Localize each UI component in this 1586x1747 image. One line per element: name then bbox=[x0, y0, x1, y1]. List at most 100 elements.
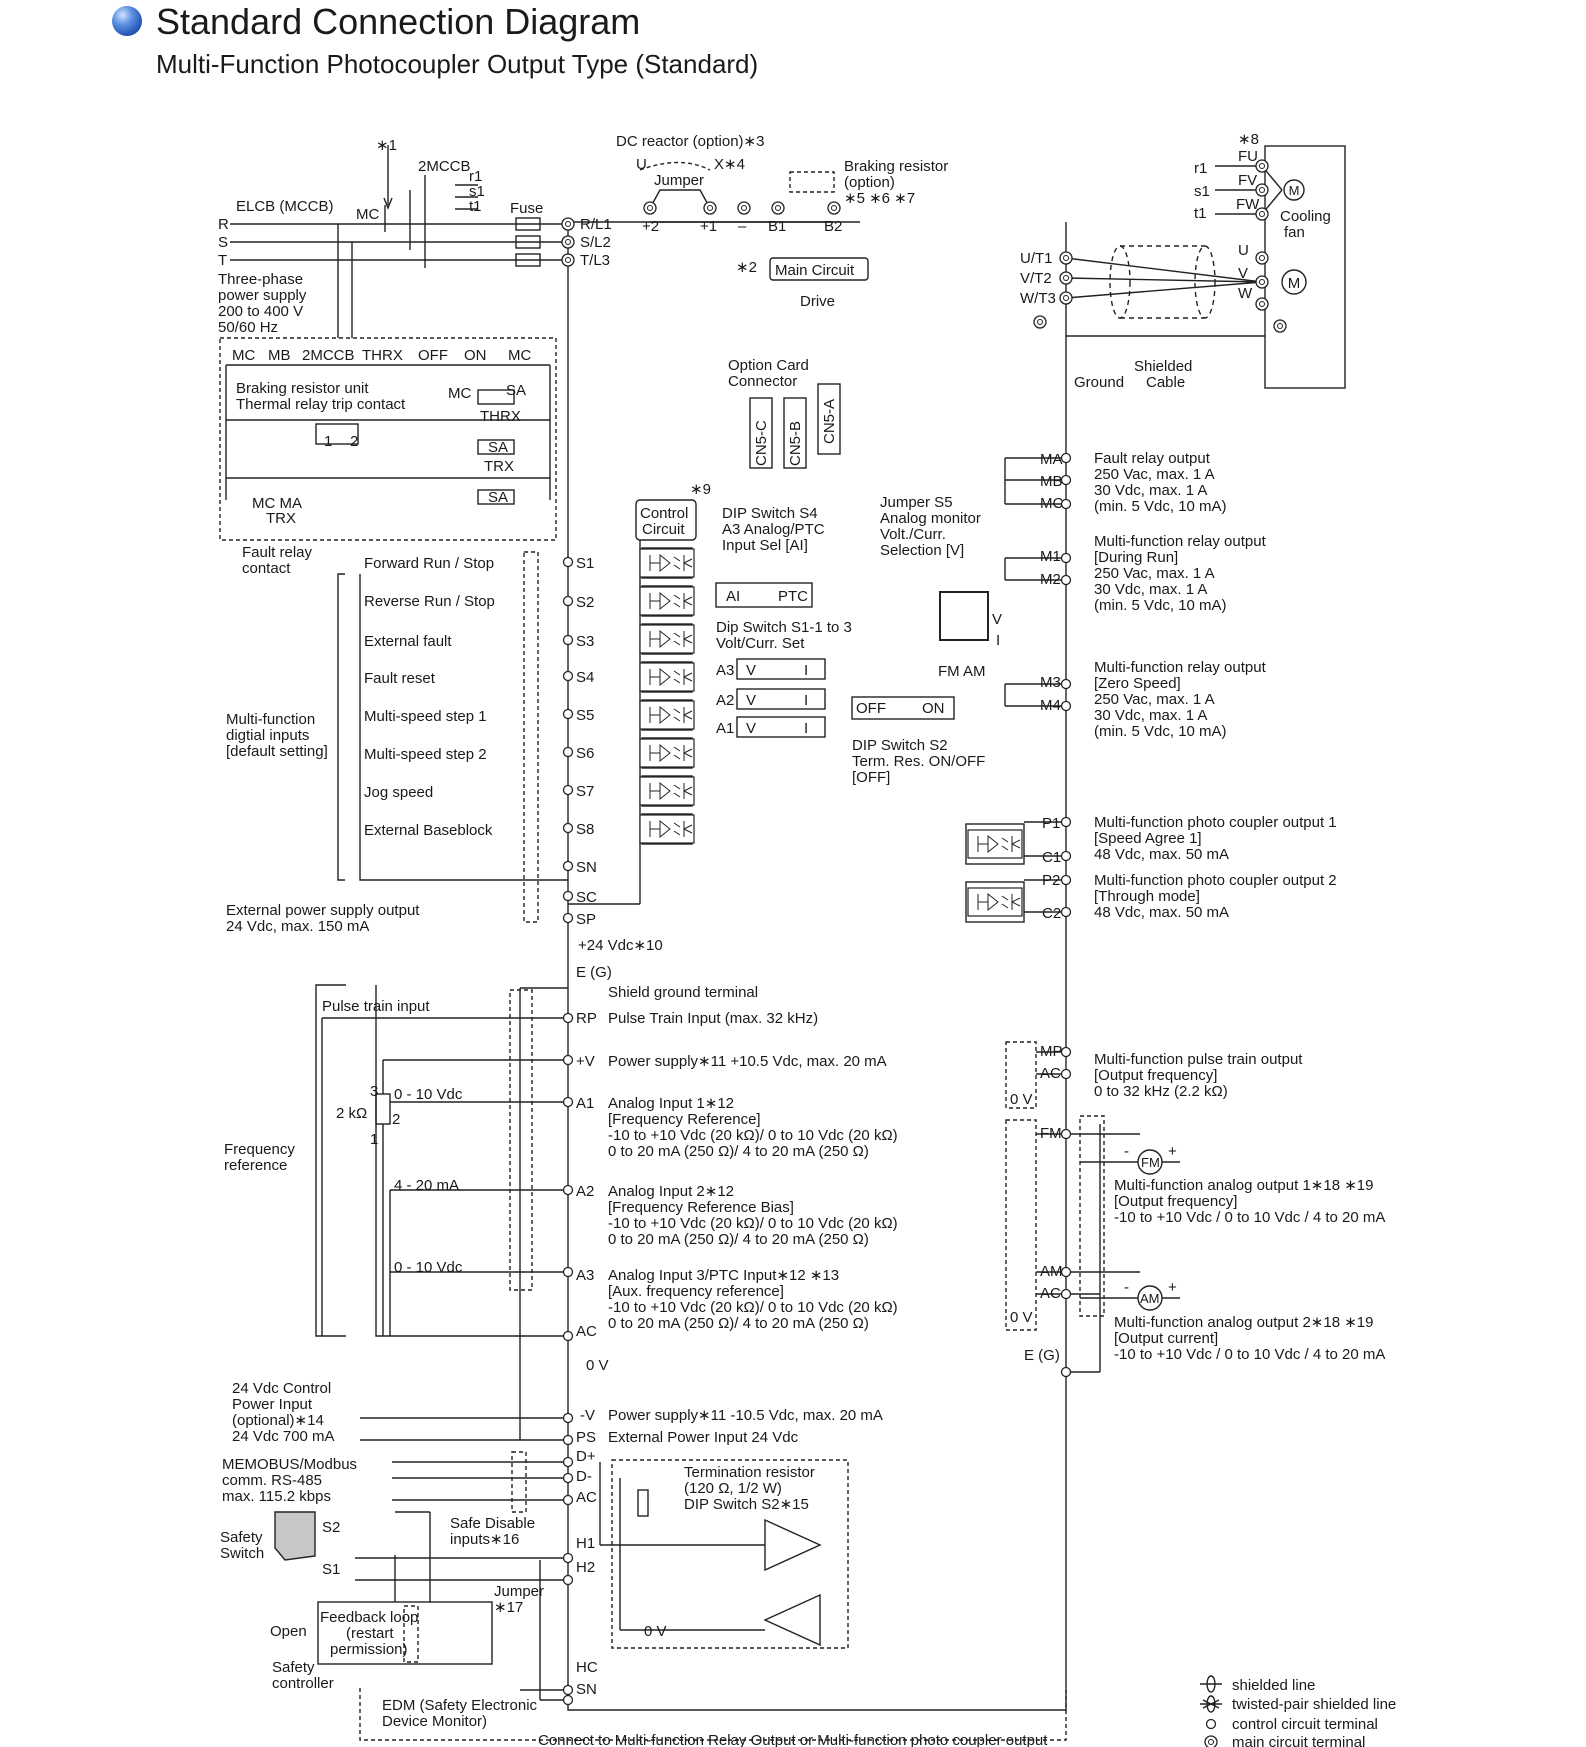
terminal-hc: HC bbox=[576, 1659, 598, 1676]
s1-line-2: Volt/Curr. Set bbox=[716, 635, 805, 652]
relay2-line-1: Multi-function relay output bbox=[1094, 659, 1267, 676]
edm-line-2: Device Monitor) bbox=[382, 1713, 487, 1730]
contact-n2: 2 bbox=[350, 433, 358, 450]
am-minus: - bbox=[1124, 1279, 1129, 1296]
r1-label: r1 bbox=[469, 168, 482, 185]
relay2-line-3: 250 Vac, max. 1 A bbox=[1094, 691, 1215, 708]
terminal-minus: – bbox=[738, 218, 747, 235]
header: Standard Connection Diagram Multi-Functi… bbox=[112, 0, 1512, 90]
legend-shielded: shielded line bbox=[1232, 1677, 1315, 1694]
memo-line-3: max. 115.2 kbps bbox=[222, 1488, 331, 1505]
a3-line-1: Analog Input 3/PTC Input∗12 ∗13 bbox=[608, 1267, 839, 1284]
term-line-2: (120 Ω, 1/2 W) bbox=[684, 1480, 782, 1497]
fault-line-1: Fault relay output bbox=[1094, 450, 1211, 467]
terminal-sn-safety: SN bbox=[576, 1681, 597, 1698]
terminal-ac-comm: AC bbox=[576, 1489, 597, 1506]
s5-line-1: Jumper S5 bbox=[880, 494, 953, 511]
note-1: ∗1 bbox=[376, 137, 397, 154]
main-circuit-label: Main Circuit bbox=[775, 262, 855, 279]
terminal-s1: S1 bbox=[576, 555, 594, 572]
fan-motor-label: M bbox=[1289, 183, 1300, 198]
ao2-line-3: -10 to +10 Vdc / 0 to 10 Vdc / 4 to 20 m… bbox=[1114, 1346, 1385, 1363]
terminal-m1: M1 bbox=[1040, 548, 1061, 565]
group-line-3: [default setting] bbox=[226, 743, 328, 760]
terminal-sc: SC bbox=[576, 889, 597, 906]
a3-line-3: -10 to +10 Vdc (20 kΩ)/ 0 to 10 Vdc (20 … bbox=[608, 1299, 898, 1316]
seq-sa-1: SA bbox=[506, 382, 526, 399]
terminal-m2: M2 bbox=[1040, 571, 1061, 588]
pot-2k: 2 kΩ bbox=[336, 1105, 367, 1122]
ctrl24-line-1: 24 Vdc Control bbox=[232, 1380, 331, 1397]
safety-switch-line-2: Switch bbox=[220, 1545, 264, 1562]
ps-desc: External Power Input 24 Vdc bbox=[608, 1429, 799, 1446]
jumper-17-label: Jumper bbox=[494, 1583, 544, 1600]
main-wiring bbox=[219, 145, 1346, 1741]
dc-reactor-label: DC reactor (option)∗3 bbox=[616, 133, 764, 150]
motor-v: V bbox=[1238, 265, 1248, 282]
memo-line-2: comm. RS-485 bbox=[222, 1472, 322, 1489]
a1-line-3: -10 to +10 Vdc (20 kΩ)/ 0 to 10 Vdc (20 … bbox=[608, 1127, 898, 1144]
input-label-5: Multi-speed step 1 bbox=[364, 708, 487, 725]
s1-a3-i: I bbox=[804, 662, 808, 679]
ao1-line-2: [Output frequency] bbox=[1114, 1193, 1237, 1210]
cn5c-label: CN5-C bbox=[753, 420, 770, 466]
term-line-3: DIP Switch S2∗15 bbox=[684, 1496, 809, 1513]
supply-line-2: power supply bbox=[218, 287, 307, 304]
mc-contactor-label: MC bbox=[356, 206, 379, 223]
terminal-eg: E (G) bbox=[576, 964, 612, 981]
pc2-line-2: [Through mode] bbox=[1094, 888, 1200, 905]
mp-0v: 0 V bbox=[1010, 1091, 1033, 1108]
terminal-wt3: W/T3 bbox=[1020, 290, 1056, 307]
terminal-b2: B2 bbox=[824, 218, 842, 235]
terminal-s3: S3 bbox=[576, 633, 594, 650]
t1-label: t1 bbox=[469, 198, 482, 215]
terminal-rl1: R/L1 bbox=[580, 216, 612, 233]
braking-line-1: Braking resistor bbox=[844, 158, 948, 175]
seq-trx: TRX bbox=[484, 458, 514, 475]
a1-line-1: Analog Input 1∗12 bbox=[608, 1095, 734, 1112]
shielded-line-2: Cable bbox=[1146, 374, 1185, 391]
terminal-a1: A1 bbox=[576, 1095, 594, 1112]
shield-ground-label: Shield ground terminal bbox=[608, 984, 758, 1001]
terminal-ac-mp: AC bbox=[1040, 1065, 1061, 1082]
input-label-6: Multi-speed step 2 bbox=[364, 746, 487, 763]
phase-r-label: R bbox=[218, 216, 229, 233]
seq-thrx: THRX bbox=[362, 347, 403, 364]
bru-line-2: Thermal relay trip contact bbox=[236, 396, 406, 413]
cooling-line-2: fan bbox=[1284, 224, 1305, 241]
pc1-line-1: Multi-function photo coupler output 1 bbox=[1094, 814, 1337, 831]
s5-line-3: Volt./Curr. bbox=[880, 526, 946, 543]
terminal-m3: M3 bbox=[1040, 674, 1061, 691]
ao2-line-2: [Output current] bbox=[1114, 1330, 1218, 1347]
terminal-c1: C1 bbox=[1042, 849, 1061, 866]
legend-main-terminal: main circuit terminal bbox=[1232, 1734, 1365, 1747]
note-8: ∗8 bbox=[1238, 131, 1259, 148]
connect-label: Connect to Multi-function Relay Output o… bbox=[538, 1732, 1048, 1747]
safety-s2: S2 bbox=[322, 1519, 340, 1536]
terminal-mb: MB bbox=[1040, 473, 1063, 490]
ao2-line-1: Multi-function analog output 2∗18 ∗19 bbox=[1114, 1314, 1373, 1331]
s1-a1-v: V bbox=[746, 720, 756, 737]
sd-line-2: inputs∗16 bbox=[450, 1531, 519, 1548]
ao1-line-1: Multi-function analog output 1∗18 ∗19 bbox=[1114, 1177, 1373, 1194]
motor-w: W bbox=[1238, 285, 1253, 302]
fb-line-3: permission) bbox=[330, 1641, 408, 1658]
terminal-p1: P1 bbox=[1042, 815, 1060, 832]
note-17: ∗17 bbox=[494, 1599, 523, 1616]
s1-a2-v: V bbox=[746, 692, 756, 709]
input-label-3: External fault bbox=[364, 633, 452, 650]
s5-v: V bbox=[992, 611, 1002, 628]
a3-line-4: 0 to 20 mA (250 Ω)/ 4 to 20 mA (250 Ω) bbox=[608, 1315, 869, 1332]
shielded-line-1: Shielded bbox=[1134, 358, 1192, 375]
fb-line-1: Feedback loop bbox=[320, 1609, 418, 1626]
pc2-line-1: Multi-function photo coupler output 2 bbox=[1094, 872, 1337, 889]
terminal-sp: SP bbox=[576, 911, 596, 928]
a2-line-3: -10 to +10 Vdc (20 kΩ)/ 0 to 10 Vdc (20 … bbox=[608, 1215, 898, 1232]
ext-line-2: 24 Vdc, max. 150 mA bbox=[226, 918, 369, 935]
note-2: ∗2 bbox=[736, 259, 757, 276]
ctrl24-line-3: (optional)∗14 bbox=[232, 1412, 324, 1429]
cn5a-label: CN5-A bbox=[821, 399, 838, 444]
s1-a1: A1 bbox=[716, 720, 734, 737]
terminal-p2: +2 bbox=[642, 218, 659, 235]
